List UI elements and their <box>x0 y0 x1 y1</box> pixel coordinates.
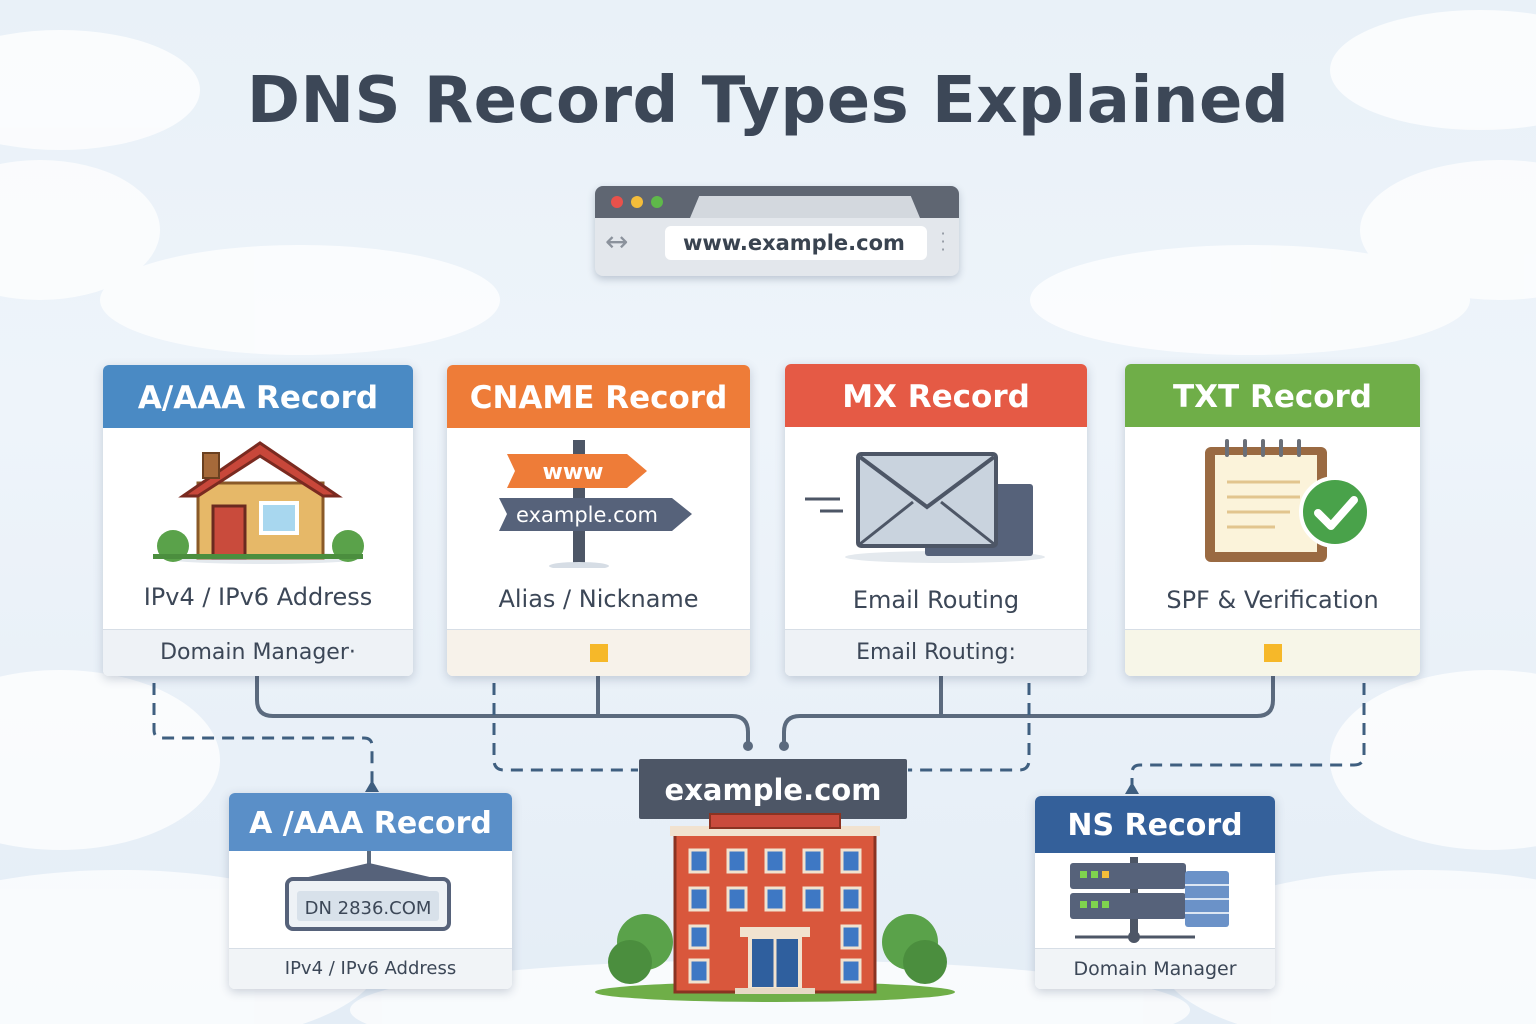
minimize-dot-icon[interactable] <box>631 196 643 208</box>
signpost-icon: www example.com <box>499 440 692 568</box>
a-record-detail-header: A /AAA Record <box>229 793 512 851</box>
envelope-icon <box>805 452 1045 563</box>
back-forward-icon[interactable]: ↔ <box>605 225 629 258</box>
cname-record-card[interactable]: CNAME Record www example.com Alias / Nic… <box>447 365 750 676</box>
mx-record-card[interactable]: MX Record Email Routing Email Routing: <box>785 364 1087 676</box>
txt-record-footer <box>1125 629 1420 676</box>
menu-dots-icon[interactable]: ··· <box>940 224 946 259</box>
a-record-footer: Domain Manager· <box>103 629 413 676</box>
connector-a-record <box>255 674 750 748</box>
a-record-header: A/AAA Record <box>103 365 413 428</box>
notepad-check-icon <box>1205 439 1371 562</box>
mx-record-footer: Email Routing: <box>785 629 1087 676</box>
url-bar[interactable]: www.example.com <box>665 226 927 260</box>
mx-record-header: MX Record <box>785 364 1087 427</box>
server-box-icon: DN 2836.COM <box>285 851 451 931</box>
maximize-dot-icon[interactable] <box>651 196 663 208</box>
sign-www-text: www <box>543 460 604 485</box>
close-dot-icon[interactable] <box>611 196 623 208</box>
browser-window: ↔ www.example.com ··· <box>595 186 959 276</box>
connector-dot-left <box>743 741 753 751</box>
cname-record-subtitle: Alias / Nickname <box>498 585 699 613</box>
ns-record-card[interactable]: NS Record Domain Manager <box>1035 796 1275 989</box>
ns-record-footer: Domain Manager <box>1035 948 1275 989</box>
a-record-card[interactable]: A/AAA Record IPv4 / IPv6 Address Domain … <box>103 365 413 676</box>
arrow-up-ns <box>1125 782 1139 794</box>
ns-record-header: NS Record <box>1035 796 1275 853</box>
browser-tab[interactable] <box>690 196 920 218</box>
dashed-link-mx <box>908 683 1031 772</box>
connector-txt <box>782 674 1275 748</box>
cname-record-header: CNAME Record <box>447 365 750 428</box>
status-square-icon <box>589 644 608 662</box>
arrow-up-a-record <box>365 780 379 792</box>
dashed-link-txt <box>1130 683 1366 792</box>
house-icon <box>153 441 364 564</box>
cname-record-footer <box>447 629 750 676</box>
sign-example-text: example.com <box>516 503 658 527</box>
status-square-icon <box>1263 644 1282 662</box>
a-record-subtitle: IPv4 / IPv6 Address <box>143 583 373 611</box>
browser-titlebar <box>595 186 959 218</box>
server-rack-icon <box>1070 857 1229 943</box>
txt-record-card[interactable]: TXT Record SPF & Verification <box>1125 364 1420 676</box>
connector-dot-right <box>779 741 789 751</box>
txt-record-subtitle: SPF & Verification <box>1166 586 1379 614</box>
a-record-detail-card[interactable]: A /AAA Record DN 2836.COM IPv4 / IPv6 Ad… <box>229 793 512 989</box>
dashed-link-a-record <box>152 683 374 790</box>
dashed-link-cname <box>492 683 638 772</box>
a-record-detail-footer: IPv4 / IPv6 Address <box>229 948 512 989</box>
page-title: DNS Record Types Explained <box>246 64 1290 138</box>
txt-record-header: TXT Record <box>1125 364 1420 427</box>
mx-record-subtitle: Email Routing <box>852 586 1020 614</box>
building-icon <box>595 813 955 1002</box>
server-screen-text: DN 2836.COM <box>305 898 432 919</box>
domain-label: example.com <box>639 759 907 819</box>
